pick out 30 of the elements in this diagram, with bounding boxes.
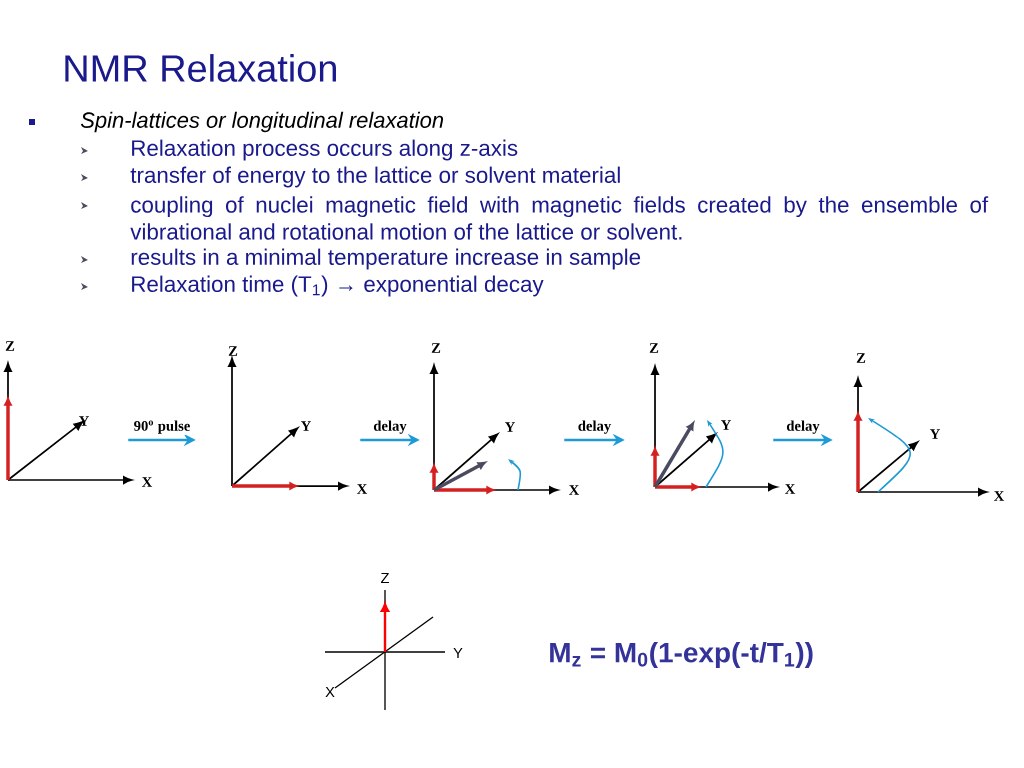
axis-label: Y: [929, 429, 940, 439]
bullet-text: Spin-lattices or longitudinal relaxation: [80, 111, 444, 133]
axis-label: X: [325, 687, 335, 698]
axis-label: X: [142, 477, 153, 487]
axis-label: Z: [381, 573, 389, 584]
bullet-text: coupling of nuclei magnetic field with magnetic fields created by the ensemble of vibrational and rotational motion of the lattice or solvent.: [130, 196, 989, 240]
bullet-text: Relaxation time (T$_{1}$) → exponential decay: [132, 275, 544, 297]
axis-label: Z: [649, 343, 659, 353]
axis-label: Z: [856, 353, 866, 363]
axis-label: X: [357, 484, 368, 494]
axis-label: Z: [228, 346, 238, 356]
axis-label: X: [785, 484, 796, 494]
bullet-text: Relaxation process occurs along z-axis: [132, 139, 518, 161]
axis-label: Z: [431, 343, 441, 353]
axis-label: Y: [720, 420, 731, 430]
edge-label: delay: [785, 419, 821, 436]
bullet-text: results in a minimal temperature increase in sample: [131, 248, 641, 270]
axis-label: Y: [300, 421, 311, 431]
axis-label: Y: [78, 416, 89, 426]
edge-label: delay: [372, 419, 408, 436]
axis-label: Y: [453, 648, 463, 659]
edge-label: 90$^{o}$ pulse: [132, 419, 192, 436]
bullet-text: transfer of energy to the lattice or solvent material: [130, 166, 620, 188]
axis-label: X: [994, 491, 1005, 501]
axis-label: Z: [5, 341, 15, 351]
formula-text: M$_{z}$ = M$_{0}$(1-exp(-t/T$_{1}$)): [550, 642, 813, 669]
edge-label: delay: [576, 419, 613, 436]
axis-label: X: [569, 485, 580, 495]
axis-label: Y: [504, 422, 515, 432]
slide-title: NMR Relaxation: [65, 54, 336, 82]
